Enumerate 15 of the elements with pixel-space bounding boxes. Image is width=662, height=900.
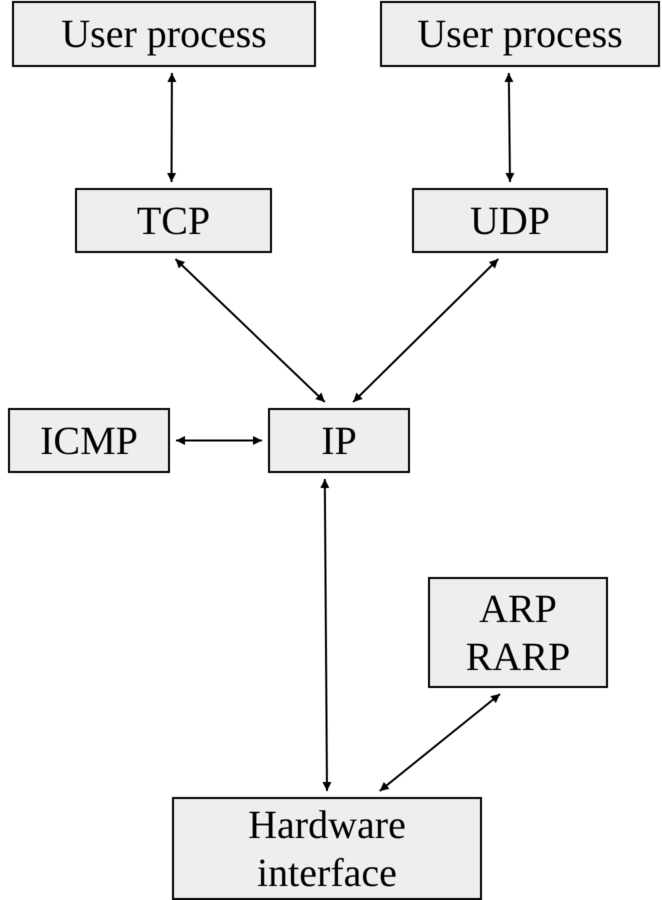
double-arrow [320, 479, 332, 791]
layer-box: ARP RARP [428, 577, 608, 688]
double-arrow [167, 73, 176, 182]
double-arrow [352, 258, 499, 403]
layer-box: IP [268, 408, 410, 473]
layer-box: UDP [412, 188, 608, 253]
double-arrow [176, 436, 262, 445]
layer-box: TCP [75, 188, 272, 253]
layer-box: Hardware interface [172, 797, 482, 900]
layer-box: User process [380, 1, 660, 67]
layer-box: ICMP [8, 408, 170, 473]
double-arrow [174, 258, 326, 403]
double-arrow [379, 693, 501, 792]
layer-box: User process [12, 1, 316, 67]
double-arrow [504, 72, 514, 182]
